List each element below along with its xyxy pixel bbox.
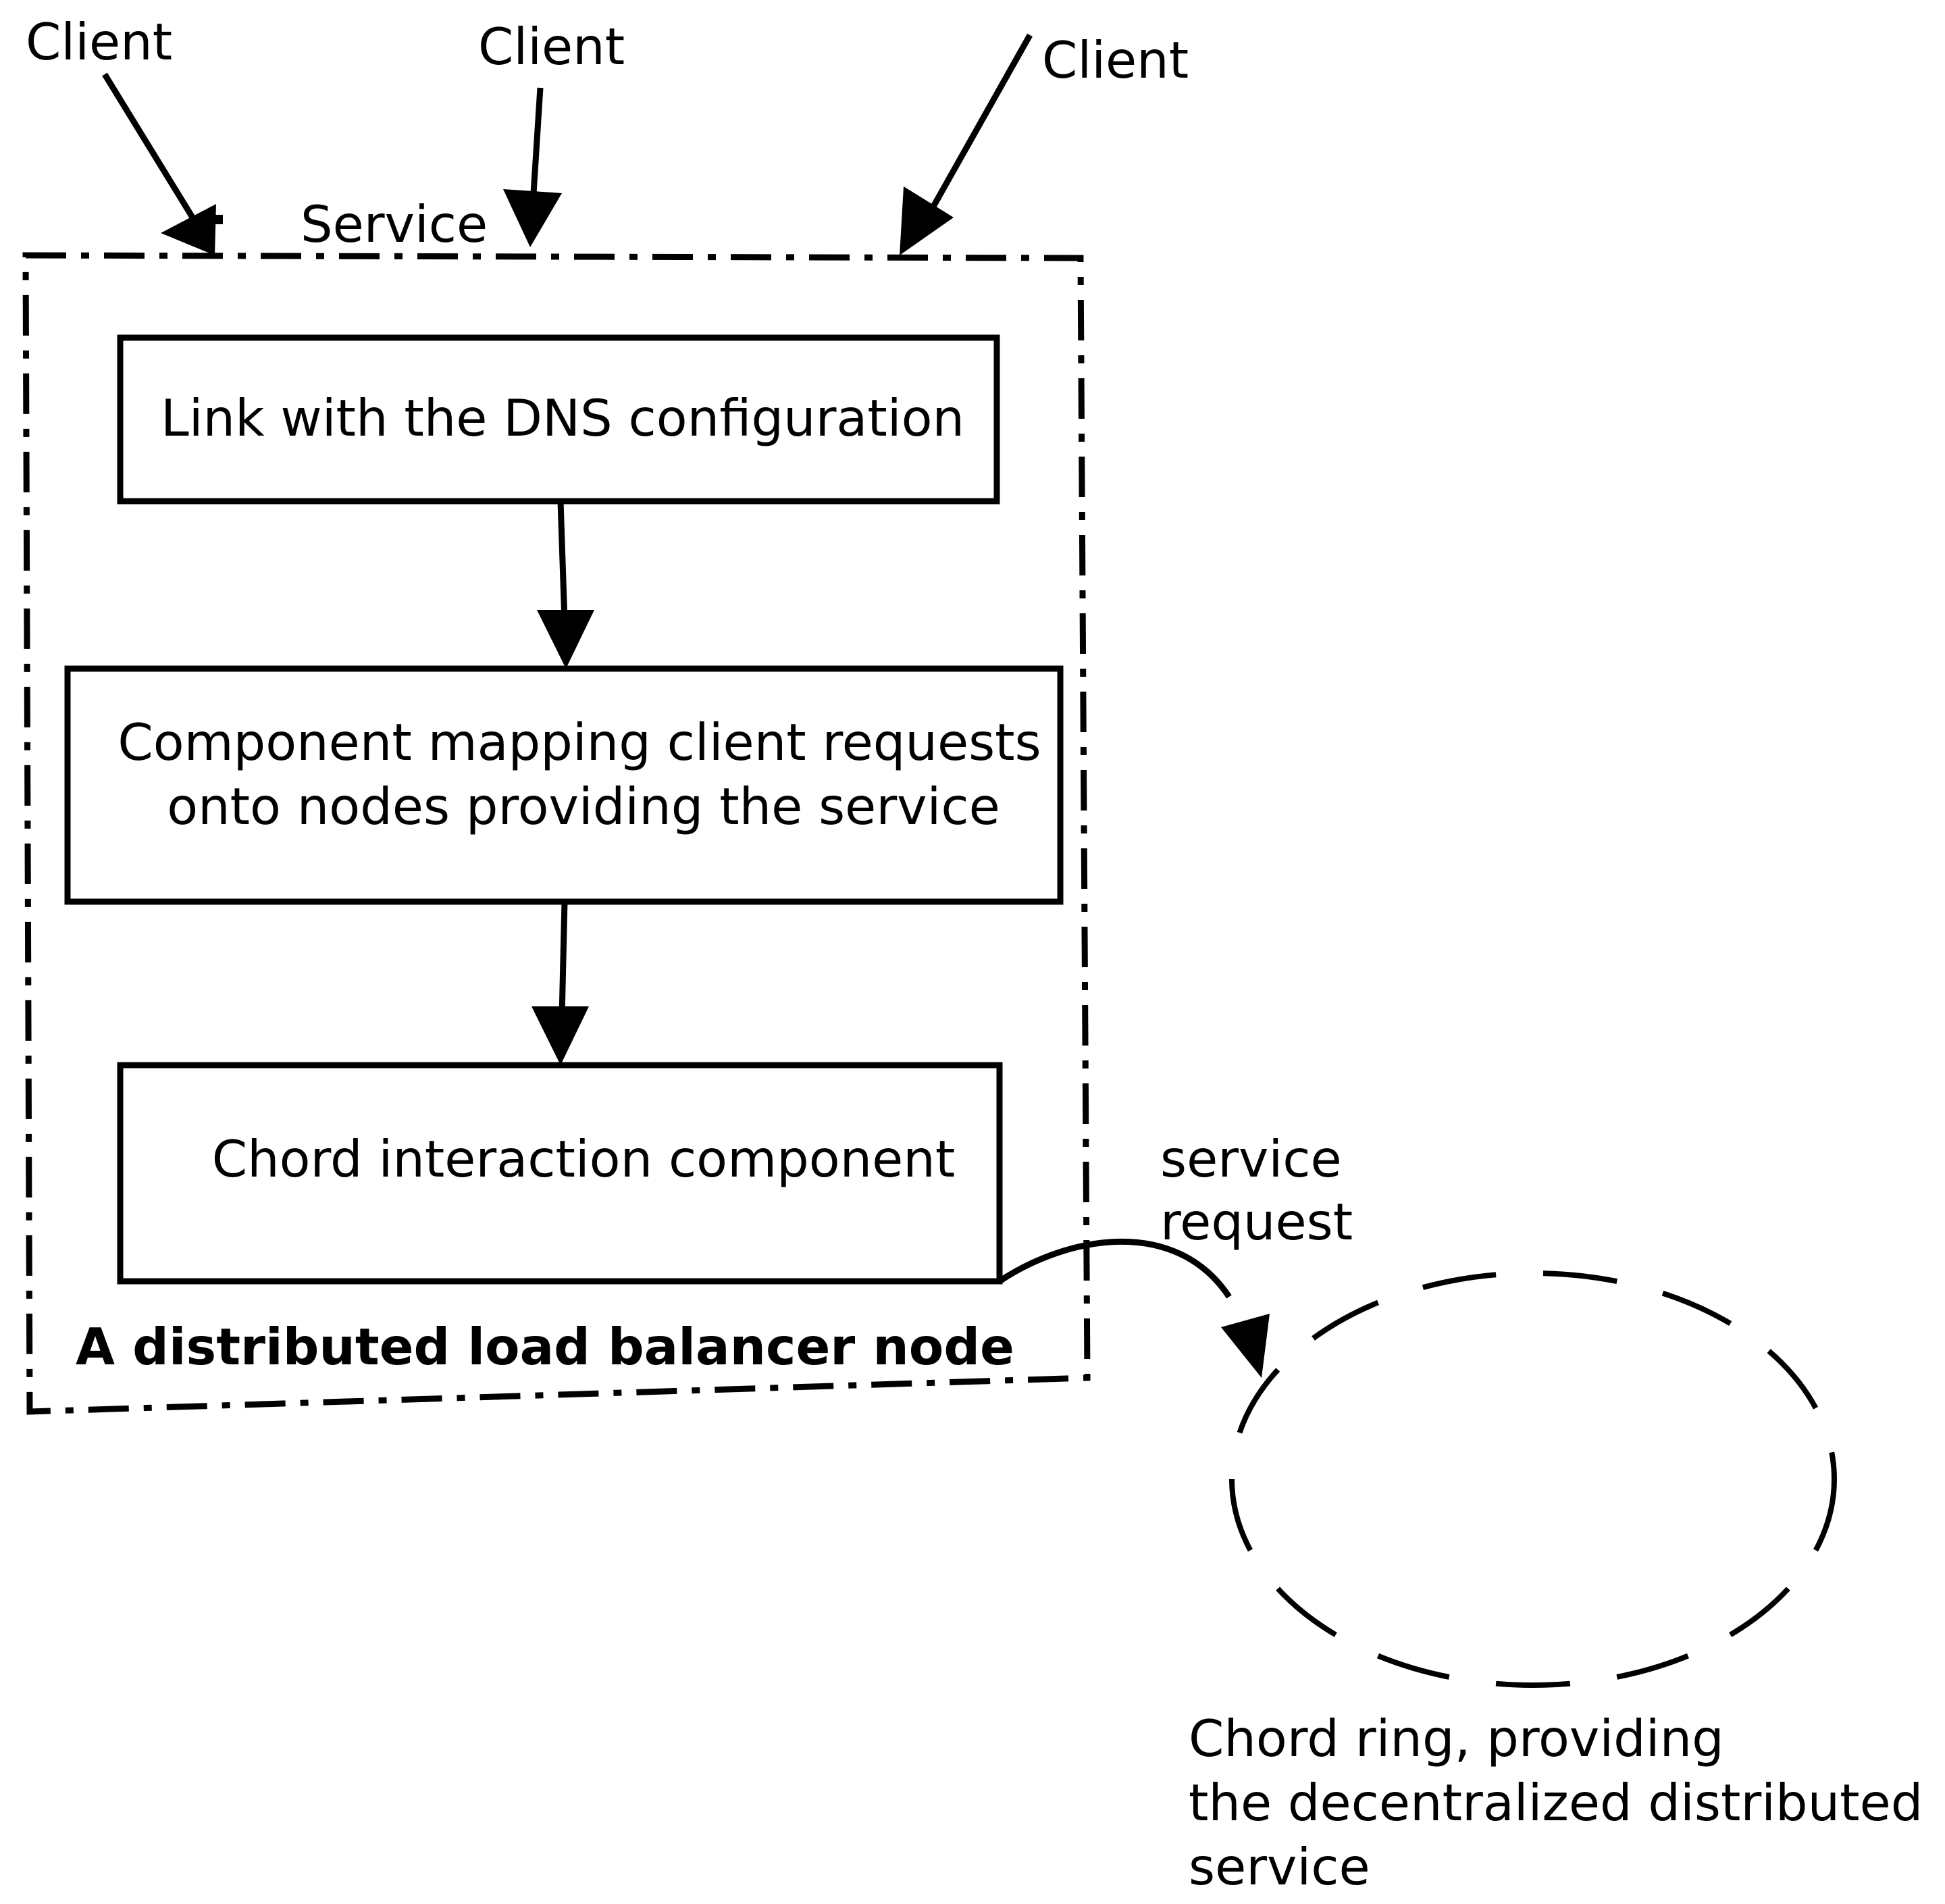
chord-ring-caption-line-1: Chord ring, providing: [1189, 1709, 1724, 1768]
client-label-2: Client: [478, 17, 625, 76]
service-marker: [213, 215, 223, 224]
chord-ring: [1229, 1270, 1837, 1688]
request-mapping-label-line-1: Component mapping client requests: [118, 713, 1041, 772]
service-request-label-line-2: request: [1160, 1192, 1353, 1252]
client-label-3: Client: [1042, 30, 1189, 90]
dns-link-label: Link with the DNS configuration: [161, 388, 964, 448]
service-request-arrow: [997, 1238, 1270, 1378]
chord-ring-caption-line-3: service: [1189, 1837, 1370, 1897]
request-mapping-label-line-2: onto nodes providing the service: [167, 777, 1000, 836]
service-request-label-line-1: service: [1160, 1129, 1342, 1189]
client-label-1: Client: [26, 12, 172, 72]
load-balancer-node-title: A distributed load balancer node: [76, 1317, 1014, 1376]
arrow-mapping-to-chord: [531, 901, 589, 1065]
chord-ring-caption-line-2: the decentralized distributed: [1189, 1773, 1923, 1832]
load-balancer-node-boundary: [22, 252, 1091, 1415]
chord-interaction-box: [117, 1062, 1003, 1285]
service-label: Service: [301, 195, 488, 254]
dns-link-box: [117, 334, 1000, 505]
client-arrow-2: [503, 87, 562, 247]
arrow-dns-to-mapping: [537, 500, 594, 669]
client-arrow-3: [900, 33, 1033, 255]
client-arrow-1: [102, 72, 216, 255]
chord-interaction-label: Chord interaction component: [212, 1129, 956, 1189]
